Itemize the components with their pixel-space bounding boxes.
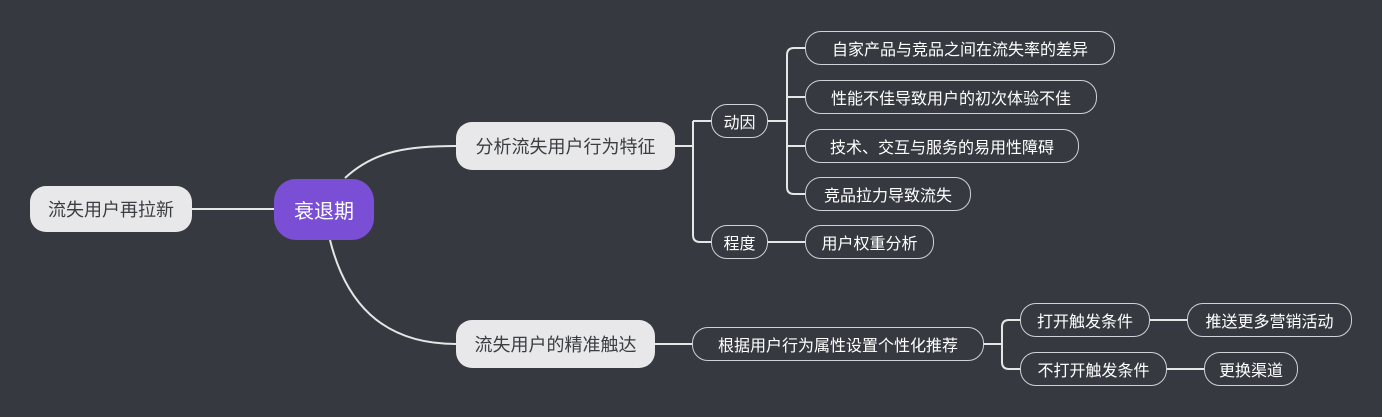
node-not-open-trigger[interactable]: 不打开触发条件 [1020, 352, 1167, 386]
node-motive-item[interactable]: 性能不佳导致用户的初次体验不佳 [805, 80, 1097, 114]
node-motive[interactable]: 动因 [711, 104, 768, 138]
node-degree[interactable]: 程度 [711, 225, 768, 259]
node-precise-reach[interactable]: 流失用户的精准触达 [456, 320, 655, 368]
edge-recommend-bracket [984, 319, 1020, 370]
node-left-reacquire[interactable]: 流失用户再拉新 [30, 186, 192, 232]
edge-root-reach [329, 239, 457, 345]
node-open-action[interactable]: 推送更多营销活动 [1187, 303, 1352, 337]
edge-motive-bracket [768, 47, 805, 195]
node-root-decline-stage[interactable]: 衰退期 [274, 179, 374, 240]
node-motive-item[interactable]: 技术、交互与服务的易用性障碍 [805, 129, 1079, 163]
edge-analysis-bracket [675, 120, 711, 243]
node-motive-item[interactable]: 自家产品与竞品之间在流失率的差异 [805, 31, 1115, 65]
node-motive-item[interactable]: 竞品拉力导致流失 [805, 177, 971, 211]
node-personalized-recommend[interactable]: 根据用户行为属性设置个性化推荐 [692, 327, 984, 361]
node-not-open-action[interactable]: 更换渠道 [1204, 352, 1298, 386]
node-degree-item[interactable]: 用户权重分析 [805, 225, 934, 259]
node-analysis-behavior[interactable]: 分析流失用户行为特征 [456, 122, 675, 170]
edge-root-analysis [344, 145, 457, 179]
node-open-trigger[interactable]: 打开触发条件 [1020, 303, 1150, 337]
